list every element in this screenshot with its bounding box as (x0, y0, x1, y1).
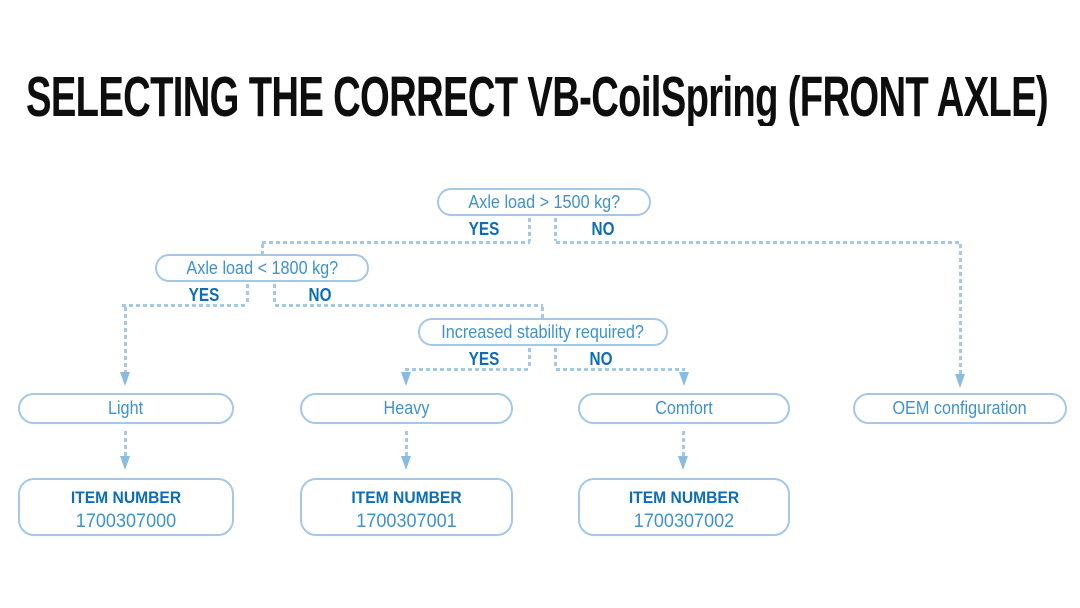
outcome-node-heavy: Heavy (300, 393, 513, 424)
item-number-heading: ITEM NUMBER (70, 488, 182, 507)
item-number-heading: ITEM NUMBER (628, 488, 740, 507)
page-title: SELECTING THE CORRECT VB-CoilSpring (FRO… (26, 68, 1048, 126)
decision-question: Increased stability required? (441, 321, 645, 342)
item-number-box-comfort: ITEM NUMBER 1700307002 (578, 478, 790, 536)
connector-comfort-to-item (682, 431, 685, 456)
item-number-value: 1700307000 (75, 511, 177, 532)
connector-light-vertical (124, 307, 127, 372)
item-number-box-light: ITEM NUMBER 1700307000 (18, 478, 234, 536)
connector-d2-no-stub (273, 284, 276, 305)
decision-question: Axle load < 1800 kg? (186, 257, 338, 278)
outcome-label: Heavy (383, 398, 430, 418)
connector-d1-yes-stub (528, 218, 531, 241)
outcome-label: Comfort (655, 398, 713, 418)
decision1-no-label: NO (591, 219, 615, 239)
connector-d3-yes-horizontal (405, 368, 529, 371)
arrow-down-icon (679, 372, 689, 386)
connector-d3-no-horizontal (556, 368, 685, 371)
connector-heavy-to-item (405, 431, 408, 456)
item-number-heading: ITEM NUMBER (351, 488, 462, 507)
outcome-label: Light (108, 398, 144, 418)
outcome-node-light: Light (18, 393, 234, 424)
item-number-value: 1700307001 (356, 511, 457, 532)
connector-d2-yes-stub (246, 284, 249, 305)
arrow-down-icon (678, 456, 688, 470)
connector-d1-yes-drop (261, 244, 264, 254)
arrow-down-icon (955, 374, 965, 388)
decision2-yes-label: YES (188, 285, 220, 305)
arrow-down-icon (120, 372, 130, 386)
connector-d2-no-horizontal (275, 304, 543, 307)
connector-d2-no-drop (541, 307, 544, 318)
connector-d1-yes-horizontal (262, 241, 530, 244)
decision-node-axle-load-1500: Axle load > 1500 kg? (437, 188, 651, 216)
item-number-value: 1700307002 (633, 511, 735, 532)
decision3-no-label: NO (589, 349, 613, 369)
item-number-box-heavy: ITEM NUMBER 1700307001 (300, 478, 513, 536)
decision-node-stability: Increased stability required? (418, 318, 668, 346)
arrow-down-icon (401, 372, 411, 386)
decision1-yes-label: YES (468, 219, 500, 239)
connector-oem-vertical (959, 244, 962, 374)
outcome-node-comfort: Comfort (578, 393, 790, 424)
connector-d3-no-stub (554, 348, 557, 368)
arrow-down-icon (120, 456, 130, 470)
outcome-label: OEM configuration (892, 398, 1028, 418)
connector-light-to-item (124, 431, 127, 456)
arrow-down-icon (401, 456, 411, 470)
page-title-svg: SELECTING THE CORRECT VB-CoilSpring (FRO… (26, 68, 1049, 126)
outcome-node-oem-configuration: OEM configuration (853, 393, 1067, 424)
decision-question: Axle load > 1500 kg? (468, 191, 620, 212)
connector-d1-no-horizontal (556, 241, 961, 244)
decision-node-axle-load-1800: Axle load < 1800 kg? (155, 254, 369, 282)
connector-d3-yes-stub (528, 348, 531, 368)
decision2-no-label: NO (308, 285, 332, 305)
connector-d1-no-stub (554, 218, 557, 241)
decision3-yes-label: YES (468, 349, 500, 369)
connector-d2-yes-horizontal (122, 304, 248, 307)
